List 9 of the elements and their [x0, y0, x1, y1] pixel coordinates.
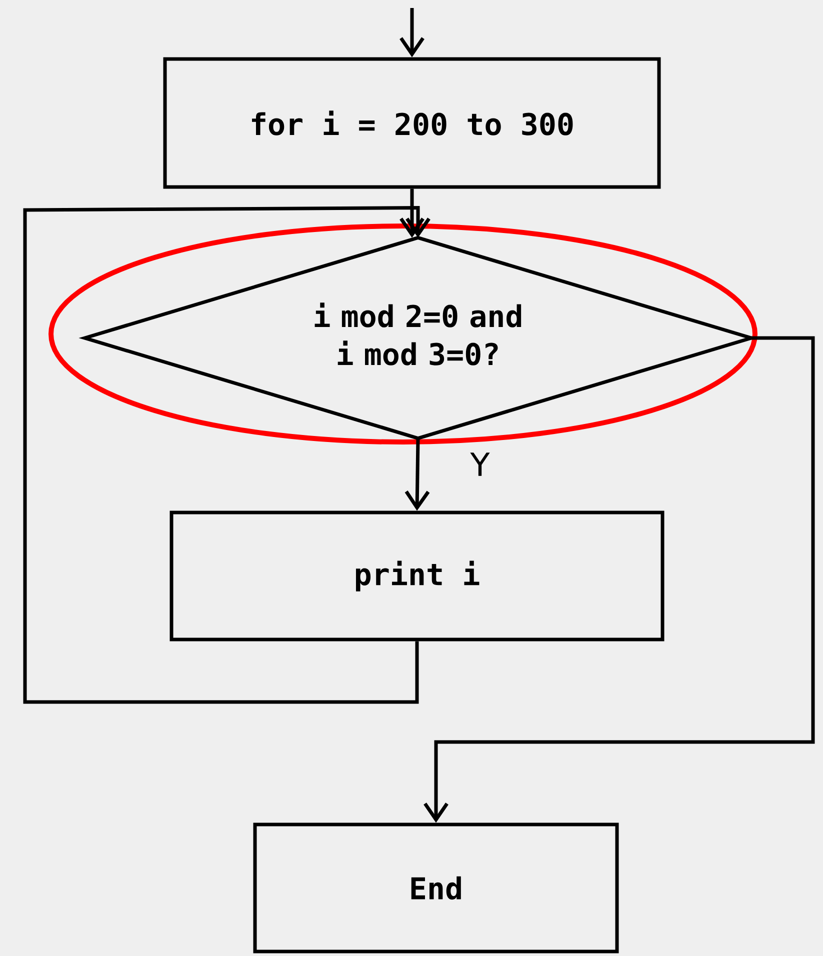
- arrow: [23, 206, 430, 704]
- arrow: [424, 336, 815, 823]
- process-box: End: [253, 822, 619, 954]
- edge-label: Y: [469, 452, 491, 477]
- arrow: [404, 438, 430, 511]
- process-box: for i = 200 to 300: [163, 57, 661, 189]
- process-box: print i: [170, 510, 664, 642]
- arrow: [400, 8, 424, 58]
- arrow: [400, 188, 424, 238]
